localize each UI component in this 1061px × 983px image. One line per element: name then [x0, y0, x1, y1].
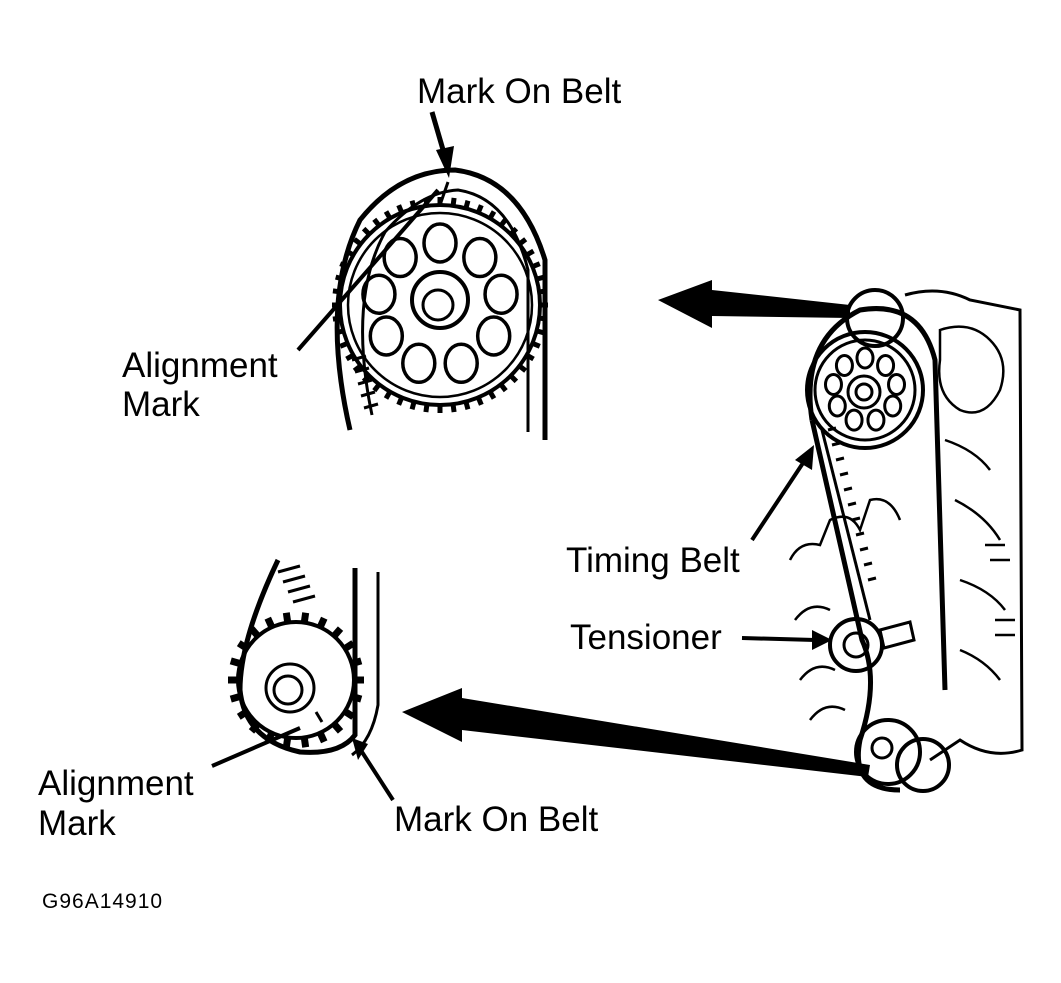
mark-on-belt-bottom-label: Mark On Belt — [394, 800, 599, 839]
camshaft-sprocket-detail — [332, 167, 548, 440]
timing-belt-label: Timing Belt — [566, 541, 740, 580]
alignment-mark-top-label-line2: Mark — [122, 385, 200, 424]
figure-code: G96A14910 — [42, 890, 164, 913]
alignment-mark-top-leader — [296, 188, 440, 352]
timing-belt-arrow — [750, 445, 814, 542]
crankshaft-sprocket-detail — [228, 558, 380, 757]
mark-on-belt-top-arrow — [429, 111, 454, 178]
mark-on-belt-top-label: Mark On Belt — [417, 72, 622, 111]
alignment-mark-top-label-line1: Alignment — [122, 346, 278, 385]
tensioner-arrow — [741, 630, 832, 650]
pointer-arrow-to-crank-detail — [402, 688, 870, 777]
alignment-mark-bottom-label-line1: Alignment — [38, 764, 194, 803]
tensioner-label: Tensioner — [570, 618, 722, 657]
mark-on-belt-bottom-arrow — [352, 738, 395, 802]
alignment-mark-bottom-leader — [211, 726, 301, 768]
pointer-arrow-to-cam-detail — [658, 280, 850, 328]
alignment-mark-bottom-label-line2: Mark — [38, 804, 116, 843]
engine-overview — [788, 288, 1024, 793]
